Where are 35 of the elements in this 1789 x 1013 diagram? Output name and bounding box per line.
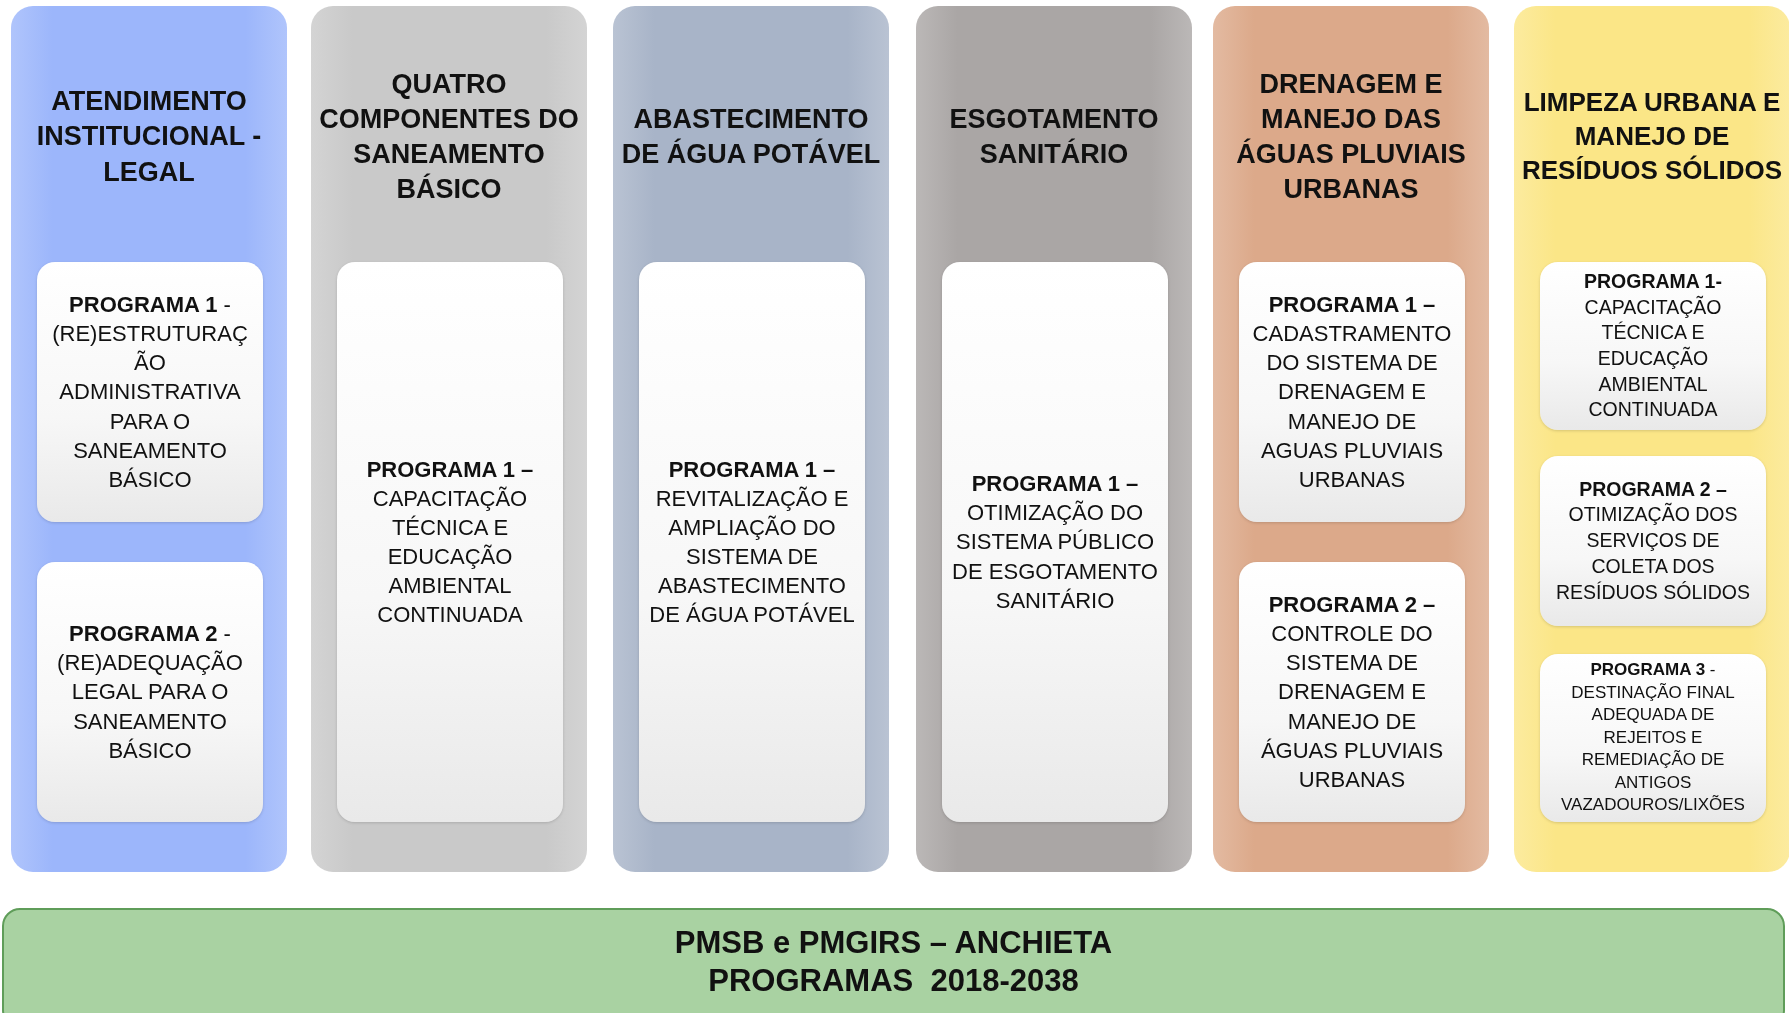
- column-panel: [311, 6, 587, 872]
- column-heading: DRENAGEM E MANEJO DAS ÁGUAS PLUVIAIS URBANAS: [1235, 67, 1467, 207]
- program-text: PROGRAMA 1 – REVITALIZAÇÃO E AMPLIAÇÃO DO SISTEMA DE ABASTECIMENTO DE ÁGUA POTÁVEL: [648, 455, 856, 630]
- column-heading: LIMPEZA URBANA E MANEJO DE RESÍDUOS SÓLIDOS: [1520, 86, 1783, 187]
- program-text: PROGRAMA 1- CAPACITAÇÃO TÉCNICA E EDUCAÇÃO AMBIENTAL CONTINUADA: [1583, 268, 1723, 423]
- program-text: PROGRAMA 2 - (RE)ADEQUAÇÃO LEGAL PARA O SANEAMENTO BÁSICO: [56, 620, 244, 765]
- column-panel: [613, 6, 889, 872]
- program-text: PROGRAMA 1 – OTIMIZAÇÃO DO SISTEMA PÚBLICO DE ESGOTAMENTO SANITÁRIO: [951, 470, 1159, 615]
- program-card: [639, 262, 865, 822]
- banner-title: PMSB e PMGIRS – ANCHIETA: [674, 924, 1113, 962]
- program-text: PROGRAMA 2 – CONTROLE DO SISTEMA DE DRENAGEM E MANEJO DE ÁGUAS PLUVIAIS URBANAS: [1259, 591, 1445, 794]
- column-heading: ATENDIMENTO INSTITUCIONAL - LEGAL: [35, 85, 263, 189]
- column-panel: [1213, 6, 1489, 872]
- program-text: PROGRAMA 1 - (RE)ESTRUTURAÇÃO ADMINISTRATIVA PARA O SANEAMENTO BÁSICO: [51, 291, 249, 494]
- column-panel: [916, 6, 1192, 872]
- program-card: [1239, 562, 1465, 822]
- column-heading: ABASTECIMENTO DE ÁGUA POTÁVEL: [620, 102, 882, 171]
- program-card: [37, 262, 263, 522]
- column-panel: [1514, 6, 1789, 872]
- program-card: [1239, 262, 1465, 522]
- program-text: PROGRAMA 3 - DESTINAÇÃO FINAL ADEQUADA DE REJEITOS E REMEDIAÇÃO DE ANTIGOS VAZADOUROS/LIXÕES: [1560, 659, 1746, 817]
- program-card: [1540, 654, 1766, 822]
- program-card: [1540, 456, 1766, 626]
- column-heading: QUATRO COMPONENTES DO SANEAMENTO BÁSICO: [318, 67, 580, 207]
- program-text: PROGRAMA 1 – CADASTRAMENTO DO SISTEMA DE DRENAGEM E MANEJO DE AGUAS PLUVIAIS URBANAS: [1251, 291, 1453, 494]
- banner-title: PROGRAMAS 2018-2038: [708, 962, 1079, 1000]
- program-text: PROGRAMA 2 – OTIMIZAÇÃO DOS SERVIÇOS DE COLETA DOS RESÍDUOS SÓLIDOS: [1555, 476, 1751, 605]
- column-panel: [11, 6, 287, 872]
- program-card: [337, 262, 563, 822]
- column-heading: ESGOTAMENTO SANITÁRIO: [948, 102, 1160, 171]
- program-card: [1540, 262, 1766, 430]
- program-text: PROGRAMA 1 – CAPACITAÇÃO TÉCNICA E EDUCAÇÃO AMBIENTAL CONTINUADA: [365, 455, 535, 630]
- program-card: [942, 262, 1168, 822]
- title-banner: [2, 908, 1785, 1013]
- program-card: [37, 562, 263, 822]
